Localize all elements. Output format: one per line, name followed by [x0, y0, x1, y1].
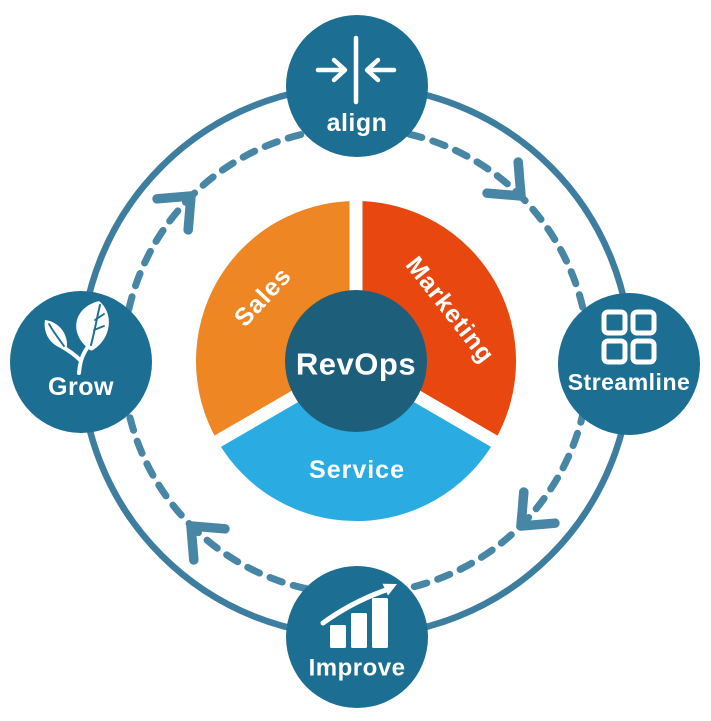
node-improve-label: Improve — [309, 655, 406, 682]
center-circle — [285, 290, 427, 432]
grid-squares-icon — [601, 309, 657, 365]
node-streamline-label: Streamline — [568, 369, 691, 395]
cycle-arrows — [152, 157, 560, 565]
center-label: RevOps — [296, 347, 416, 382]
node-align: align — [286, 15, 428, 157]
node-grow: Grow — [10, 291, 152, 433]
arrowhead-bottom-left-icon — [186, 521, 230, 565]
node-streamline: Streamline — [558, 293, 700, 435]
arrowhead-top-left-icon — [152, 191, 196, 235]
node-align-label: align — [327, 109, 388, 137]
align-center-icon — [315, 35, 397, 105]
node-streamline-circle — [558, 293, 700, 435]
arrowhead-top-right-icon — [482, 157, 526, 201]
sprout-leaves-icon — [44, 301, 109, 375]
center-hub: RevOps — [285, 290, 427, 432]
arrowhead-bottom-right-icon — [516, 487, 560, 531]
growth-bar-chart-icon — [320, 583, 397, 648]
node-improve: Improve — [286, 566, 428, 708]
wedge-label-service: Service — [309, 456, 405, 484]
node-grow-label: Grow — [48, 373, 114, 401]
